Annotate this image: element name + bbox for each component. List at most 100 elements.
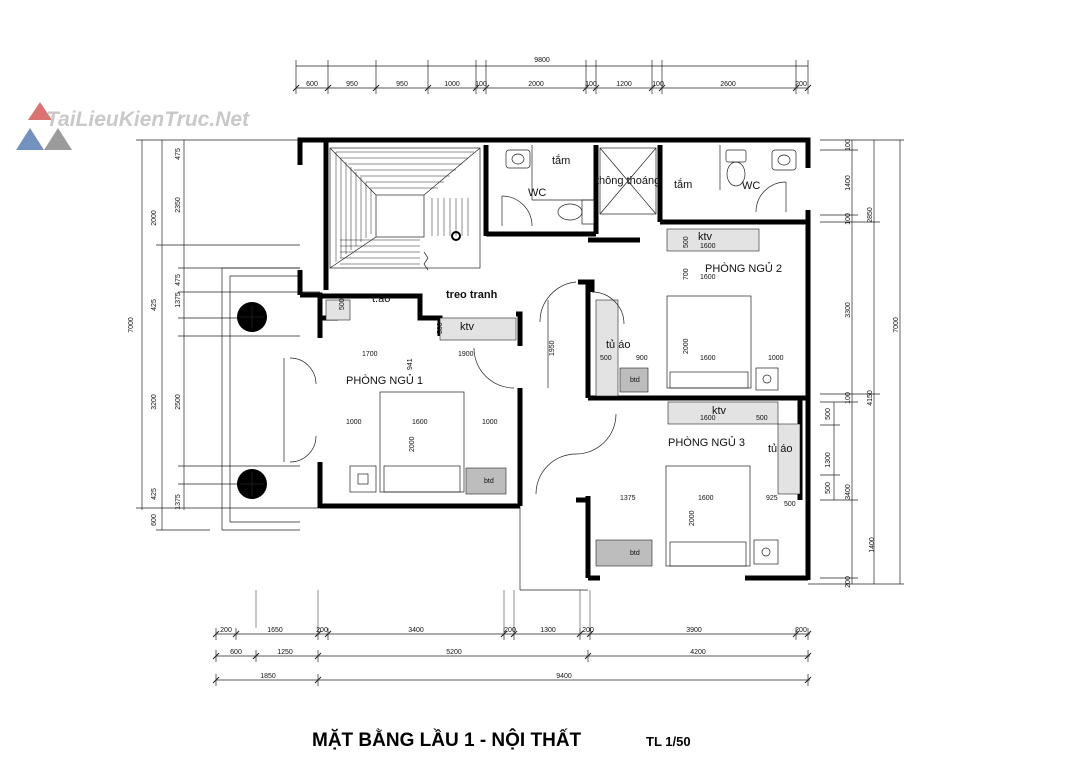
dim-corridor: 1950 <box>549 340 556 356</box>
dim-right-inner: 3400 <box>845 484 852 500</box>
tick-mark <box>212 652 220 660</box>
dim-pn3: 1600 <box>700 415 716 422</box>
tick-mark <box>792 630 800 638</box>
dim-pn3: 500 <box>756 415 768 422</box>
corridor: 1950 <box>519 300 617 591</box>
dim-bottom-r1: 200 <box>220 627 232 634</box>
dim-pn3: 925 <box>766 495 778 502</box>
wardrobe-mid <box>595 299 619 397</box>
watermark-text: TaiLieuKienTruc.Net <box>46 108 250 131</box>
dim-top-seg: 2600 <box>720 81 736 88</box>
logo-triangle-gray <box>44 128 72 150</box>
dim-pn3: 2000 <box>689 510 696 526</box>
label-tu-ao-mid: tủ áo <box>606 339 630 351</box>
dim-pn1: 2000 <box>409 436 416 452</box>
label-btd-bottom: btd <box>630 550 640 557</box>
dim-top-seg: 2000 <box>528 81 544 88</box>
dim-left-inner: 475 <box>175 274 182 286</box>
label-phong-ngu-3: PHÒNG NGỦ 3 <box>668 436 745 449</box>
dim-bottom-r1: 200 <box>504 627 516 634</box>
dim-right-total: 7000 <box>893 317 900 333</box>
dim-right-inner: 200 <box>845 576 852 588</box>
dim-top-seg: 950 <box>346 81 358 88</box>
dim-pn3: 1375 <box>620 495 636 502</box>
dim-top-seg: 100 <box>652 81 664 88</box>
dim-pn1: 1700 <box>362 351 378 358</box>
dim-bottom-r1: 3900 <box>686 627 702 634</box>
tick-mark <box>804 84 812 92</box>
dim-bottom-r1: 1650 <box>267 627 283 634</box>
tick-mark <box>212 630 220 638</box>
dim-left-outer: 600 <box>151 514 158 526</box>
bedroom-1: t.áo treo tranh ktv PHÒNG NGỦ 1 btd 1700… <box>283 289 517 495</box>
dim-right-outer: 4150 <box>867 390 874 406</box>
tick-mark <box>592 84 600 92</box>
dim-pn1: 1900 <box>458 351 474 358</box>
tick-mark <box>510 630 518 638</box>
label-tam-2: tắm <box>674 178 692 191</box>
dim-left-inner: 1375 <box>175 292 182 308</box>
logo-triangle-red <box>28 102 52 120</box>
dim-right-mid: 500 <box>825 408 832 420</box>
tick-mark <box>232 630 240 638</box>
dim-pn1: 941 <box>407 358 414 370</box>
label-thong-thoang: thông thoáng <box>596 175 660 187</box>
dim-right-inner: 1400 <box>869 537 876 553</box>
dim-left-inner: 425 <box>151 488 158 500</box>
dim-top-seg: 600 <box>306 81 318 88</box>
label-treo-tranh: treo tranh <box>446 289 498 301</box>
dim-right-inner: 100 <box>845 392 852 404</box>
ktv-cabinet-2 <box>666 228 760 252</box>
label-btd-mid: btd <box>630 377 640 384</box>
tick-mark <box>576 630 584 638</box>
dim-top-seg: 1200 <box>616 81 632 88</box>
dim-top-seg: 200 <box>795 81 807 88</box>
tick-mark <box>582 84 590 92</box>
nightstand-left <box>465 467 507 495</box>
tick-mark <box>804 630 812 638</box>
label-tam-1: tắm <box>552 154 570 167</box>
dim-bottom-r2: 1250 <box>277 649 293 656</box>
dim-pn1: 500 <box>339 298 346 310</box>
dim-top-total: 9800 <box>534 57 550 64</box>
staircase <box>329 147 481 271</box>
tick-mark <box>792 84 800 92</box>
tick-mark <box>372 84 380 92</box>
label-ktv-3: ktv <box>712 405 727 417</box>
label-wc-2: WC <box>742 180 760 192</box>
drawing-title: MẶT BẰNG LẦU 1 - NỘI THẤT <box>312 729 582 751</box>
wc-2: tắm WC <box>674 145 797 213</box>
tick-mark <box>482 84 490 92</box>
label-wc-1: WC <box>528 187 546 199</box>
tick-mark <box>324 84 332 92</box>
logo-triangle-blue <box>16 128 44 150</box>
dim-left-inner: 425 <box>151 299 158 311</box>
label-ktv-1: ktv <box>460 321 475 333</box>
nightstand-bottom <box>595 539 653 567</box>
light-well: thông thoáng <box>596 147 660 215</box>
tick-mark <box>314 676 322 684</box>
dim-bottom-r3: 1850 <box>260 673 276 680</box>
dim-pn2: 500 <box>600 355 612 362</box>
dim-bottom-r3: 9400 <box>556 673 572 680</box>
dim-pn1: 1000 <box>482 419 498 426</box>
dim-pn3: 1600 <box>698 495 714 502</box>
dim-bottom-r1: 200 <box>316 627 328 634</box>
dim-pn2: 1600 <box>700 355 716 362</box>
drawing-scale: TL 1/50 <box>646 734 691 749</box>
tick-mark <box>804 676 812 684</box>
label-phong-ngu-1: PHÒNG NGỦ 1 <box>346 374 423 387</box>
dim-pn1: 1600 <box>412 419 428 426</box>
dim-left-inner: 1375 <box>175 494 182 510</box>
balcony <box>221 267 300 531</box>
left-dimensions: 7000 2000 3200 600 475 2350 475 425 1375… <box>128 139 320 531</box>
tick-mark <box>324 630 332 638</box>
dim-pn1: 1000 <box>346 419 362 426</box>
bottom-dimensions: 200 1650 200 3400 200 1300 200 3900 200 … <box>212 590 812 686</box>
dim-right-inner: 100 <box>845 139 852 151</box>
tick-mark <box>648 84 656 92</box>
dim-pn1-ktv: 500 <box>437 322 444 334</box>
dim-right-inner: 100 <box>845 213 852 225</box>
nightstand-mid <box>619 367 649 393</box>
